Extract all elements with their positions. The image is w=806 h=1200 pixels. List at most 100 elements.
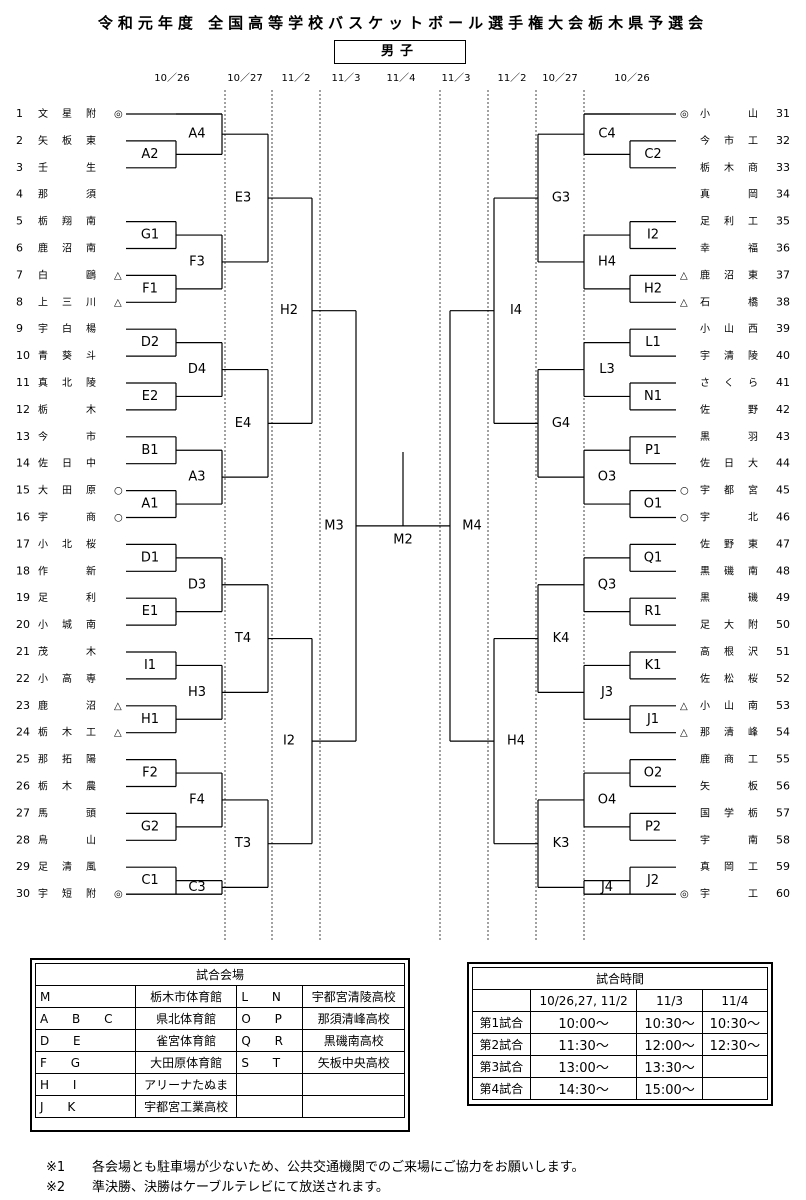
team-number: 47 bbox=[776, 537, 790, 550]
team-seed-mark: △ bbox=[114, 701, 122, 712]
venue-code: O P bbox=[236, 1007, 304, 1030]
team-seed-mark: ○ bbox=[680, 513, 689, 524]
team-seed-mark: ○ bbox=[114, 486, 123, 497]
team-name: 国学栃 bbox=[700, 806, 758, 819]
match-label: H1 bbox=[141, 712, 159, 727]
venue-code: A B C bbox=[35, 1007, 136, 1030]
team-name: 栃木 bbox=[38, 403, 96, 416]
time-header: 11/4 bbox=[701, 989, 769, 1012]
venue-code: L N bbox=[236, 985, 304, 1008]
team-number: 21 bbox=[16, 645, 30, 658]
team-name: 宇短附 bbox=[38, 887, 96, 900]
note-mark: ※2 bbox=[46, 1180, 66, 1195]
venue-name: 栃木市体育館 bbox=[134, 985, 238, 1008]
date-header: 11／3 bbox=[331, 72, 360, 84]
team-name: 宇工 bbox=[700, 887, 758, 900]
team-seed-mark: △ bbox=[680, 728, 688, 739]
match-label: E3 bbox=[235, 191, 252, 206]
team-name: 茂木 bbox=[38, 645, 96, 658]
team-number: 36 bbox=[776, 242, 790, 255]
team-name: 黒磯南 bbox=[700, 564, 758, 577]
team-number: 51 bbox=[776, 645, 790, 658]
note-text: 各会場とも駐車場が少ないため、公共交通機関でのご来場にご協力をお願いします。 bbox=[92, 1160, 585, 1175]
team-number: 14 bbox=[16, 457, 30, 470]
team-number: 16 bbox=[16, 511, 30, 524]
team-name: 足利 bbox=[38, 592, 96, 604]
team-name: 小高専 bbox=[38, 672, 96, 685]
team-name: 鹿沼東 bbox=[700, 268, 758, 281]
game-time: 11:30〜 bbox=[529, 1033, 638, 1056]
team-name: 宇都宮 bbox=[700, 484, 758, 497]
venue-name bbox=[302, 1073, 405, 1096]
team-name: 宇北 bbox=[700, 511, 758, 524]
team-name: 真北陵 bbox=[38, 376, 96, 389]
team-number: 38 bbox=[776, 295, 790, 308]
team-seed-mark: ◎ bbox=[114, 109, 123, 120]
team-number: 8 bbox=[16, 295, 23, 308]
match-label: O4 bbox=[598, 792, 617, 807]
team-name: 黒羽 bbox=[700, 431, 758, 443]
match-label: L3 bbox=[599, 362, 615, 377]
game-label: 第3試合 bbox=[472, 1055, 531, 1078]
team-seed-mark: △ bbox=[680, 270, 688, 281]
match-label: T3 bbox=[234, 836, 251, 851]
game-time bbox=[701, 1055, 769, 1078]
match-label: R1 bbox=[644, 604, 661, 619]
team-name: 壬生 bbox=[38, 161, 96, 174]
match-label: J2 bbox=[646, 873, 659, 888]
match-label: I1 bbox=[144, 658, 156, 673]
team-number: 49 bbox=[776, 591, 790, 604]
match-label: A4 bbox=[188, 127, 205, 142]
match-label: O3 bbox=[598, 470, 617, 485]
team-seed-mark: ◎ bbox=[680, 889, 689, 900]
match-label: F1 bbox=[142, 281, 158, 296]
team-seed-mark: ◎ bbox=[114, 889, 123, 900]
venue-code: H I bbox=[35, 1073, 136, 1096]
match-label: M4 bbox=[462, 518, 482, 533]
note-mark: ※1 bbox=[46, 1160, 66, 1175]
team-number: 23 bbox=[16, 699, 30, 712]
team-name: 黒磯 bbox=[700, 591, 758, 604]
game-time: 13:30〜 bbox=[636, 1055, 703, 1078]
team-name: 鹿商工 bbox=[700, 753, 758, 766]
game-time: 10:30〜 bbox=[701, 1011, 769, 1034]
team-number: 41 bbox=[776, 376, 790, 389]
team-name: 佐松桜 bbox=[700, 672, 758, 685]
team-number: 59 bbox=[776, 860, 790, 873]
date-header: 11／2 bbox=[281, 72, 310, 84]
team-number: 53 bbox=[776, 699, 790, 712]
venue-code: D E bbox=[35, 1029, 136, 1052]
team-number: 50 bbox=[776, 618, 790, 631]
team-name: 鹿沼 bbox=[38, 699, 96, 712]
venue-code bbox=[236, 1073, 304, 1096]
team-number: 40 bbox=[776, 349, 790, 362]
date-header: 10／26 bbox=[154, 72, 189, 84]
game-time: 12:00〜 bbox=[636, 1033, 703, 1056]
team-name: 宇白楊 bbox=[38, 322, 96, 335]
team-number: 20 bbox=[16, 618, 30, 631]
team-name: 矢板 bbox=[700, 780, 758, 793]
team-number: 29 bbox=[16, 860, 30, 873]
venue-name: 宇都宮工業高校 bbox=[134, 1095, 238, 1118]
game-label: 第1試合 bbox=[472, 1011, 531, 1034]
note-text: 準決勝、決勝はケーブルテレビにて放送されます。 bbox=[92, 1180, 389, 1195]
team-number: 10 bbox=[16, 349, 30, 362]
time-header: 11/3 bbox=[636, 989, 703, 1012]
team-number: 6 bbox=[16, 242, 23, 255]
team-seed-mark: △ bbox=[680, 701, 688, 712]
team-name: 鹿沼南 bbox=[38, 242, 96, 255]
team-name: 烏山 bbox=[38, 833, 96, 846]
match-label: H4 bbox=[507, 734, 525, 749]
team-name: 佐日中 bbox=[38, 457, 96, 470]
match-label: I4 bbox=[510, 303, 522, 318]
team-name: 足清風 bbox=[38, 860, 96, 873]
match-label: N1 bbox=[644, 389, 662, 404]
venue-code: M bbox=[35, 985, 136, 1008]
team-seed-mark: ○ bbox=[680, 486, 689, 497]
team-name: 小城南 bbox=[38, 618, 96, 631]
